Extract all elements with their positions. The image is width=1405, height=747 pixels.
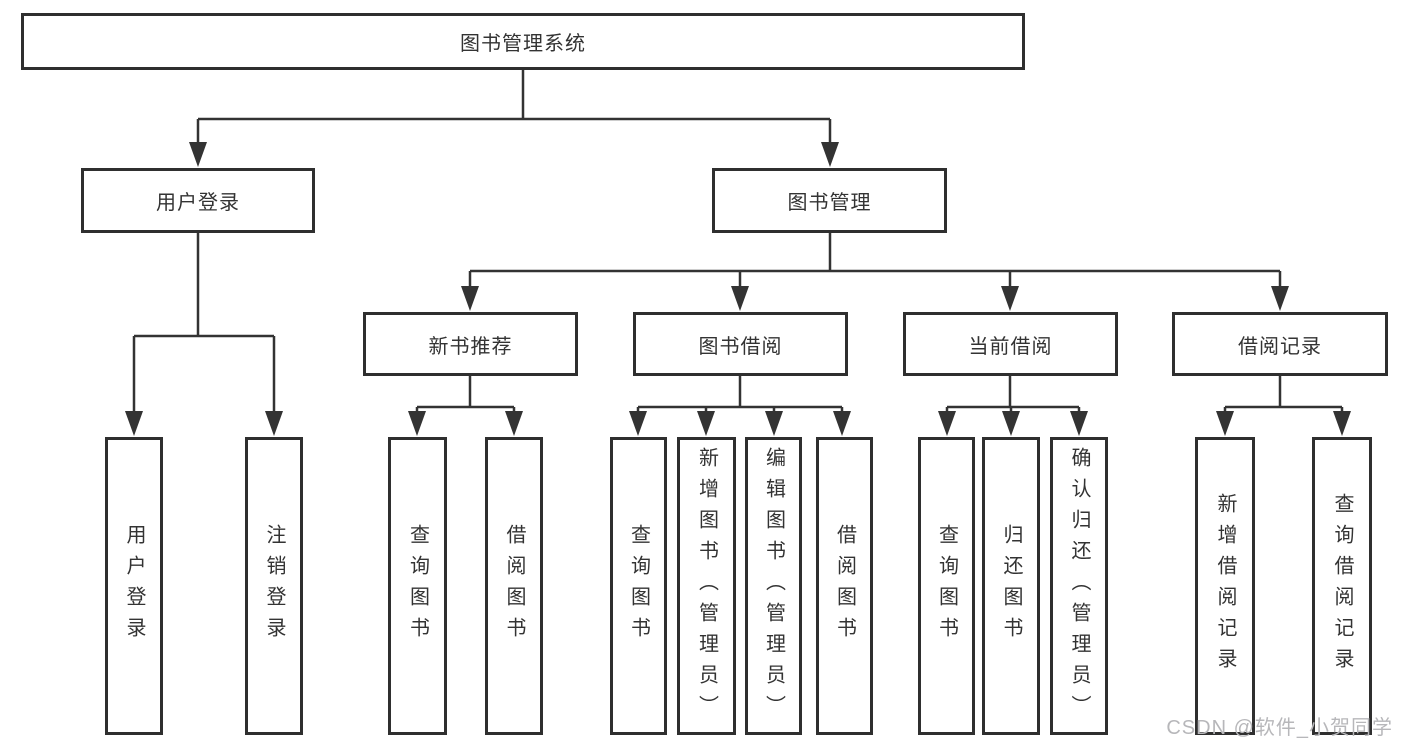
node-leaf-add-books-admin: 新增图书（管理员） (677, 437, 736, 735)
node-root-label: 图书管理系统 (460, 33, 586, 55)
node-leaf-query-books-borrow-label: 查询图书 (627, 524, 650, 648)
node-book-borrowing: 图书借阅 (633, 312, 848, 376)
node-leaf-query-books-borrow: 查询图书 (610, 437, 667, 735)
node-leaf-logout: 注销登录 (245, 437, 303, 735)
node-leaf-logout-label: 注销登录 (263, 524, 285, 648)
node-leaf-borrow-books-label: 借阅图书 (833, 524, 856, 648)
node-borrowing-records: 借阅记录 (1172, 312, 1388, 376)
node-leaf-confirm-return-admin-label: 确认归还（管理员） (1068, 446, 1090, 726)
node-leaf-add-books-admin-label: 新增图书（管理员） (695, 446, 718, 726)
node-leaf-edit-books-admin-label: 编辑图书（管理员） (762, 446, 785, 726)
node-leaf-edit-books-admin: 编辑图书（管理员） (745, 437, 802, 735)
node-leaf-query-borrow-record-label: 查询借阅记录 (1331, 493, 1353, 679)
node-leaf-confirm-return-admin: 确认归还（管理员） (1050, 437, 1108, 735)
node-leaf-query-books-current: 查询图书 (918, 437, 975, 735)
node-leaf-add-borrow-record-label: 新增借阅记录 (1214, 493, 1236, 679)
node-leaf-user-login-label: 用户登录 (123, 524, 145, 648)
node-root: 图书管理系统 (21, 13, 1025, 70)
node-book-management-label: 图书管理 (787, 192, 872, 214)
node-leaf-add-borrow-record: 新增借阅记录 (1195, 437, 1255, 735)
node-leaf-query-borrow-record: 查询借阅记录 (1312, 437, 1372, 735)
node-borrowing-records-label: 借阅记录 (1238, 335, 1322, 358)
node-leaf-borrow-books: 借阅图书 (816, 437, 873, 735)
node-leaf-borrow-books-recommend-label: 借阅图书 (503, 524, 525, 648)
node-current-borrowing: 当前借阅 (903, 312, 1118, 376)
node-leaf-borrow-books-recommend: 借阅图书 (485, 437, 543, 735)
node-leaf-return-books: 归还图书 (982, 437, 1040, 735)
node-book-management: 图书管理 (712, 168, 947, 233)
node-leaf-query-books-current-label: 查询图书 (935, 524, 958, 648)
node-user-login-label: 用户登录 (156, 192, 240, 214)
node-current-borrowing-label: 当前借阅 (968, 335, 1053, 358)
node-user-login: 用户登录 (81, 168, 315, 233)
node-leaf-query-books-recommend: 查询图书 (388, 437, 447, 735)
node-book-borrowing-label: 图书借阅 (698, 335, 783, 358)
watermark: CSDN @软件_小贺同学 (1166, 717, 1393, 739)
node-new-book-recommend: 新书推荐 (363, 312, 578, 376)
node-new-book-recommend-label: 新书推荐 (428, 335, 513, 358)
node-leaf-query-books-recommend-label: 查询图书 (406, 524, 429, 648)
node-leaf-return-books-label: 归还图书 (1000, 524, 1022, 648)
node-leaf-user-login: 用户登录 (105, 437, 163, 735)
